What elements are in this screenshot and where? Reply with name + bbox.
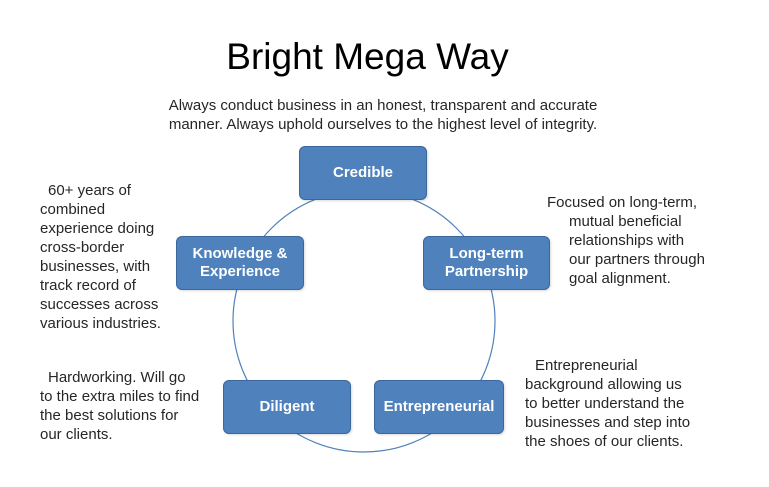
entrepreneurial-description: Entrepreneurial background allowing us t… [525, 356, 690, 451]
credible-description-line: Always conduct business in an honest, tr… [168, 97, 598, 114]
credible-description-line: manner. Always uphold ourselves to the h… [168, 116, 598, 133]
diligent-description: Hardworking. Will go to the extra miles … [40, 368, 199, 444]
node-entrepreneurial-label: Entrepreneurial [383, 398, 495, 415]
node-partnership-line: Partnership [444, 263, 529, 280]
node-credible: Credible [299, 146, 427, 200]
entrepreneurial-description-line: the shoes of our clients. [525, 433, 684, 450]
knowledge-description: 60+ years of combined experience doing c… [40, 181, 161, 333]
node-partnership-line: Long-term [449, 245, 524, 262]
node-long-term-partnership: Long-term Partnership [423, 236, 550, 290]
knowledge-description-line: cross-border [40, 239, 125, 256]
credible-description: Always conduct business in an honest, tr… [118, 96, 648, 134]
knowledge-description-line: track record of [40, 277, 136, 294]
knowledge-description-line: experience doing [40, 220, 155, 237]
node-credible-label: Credible [332, 164, 393, 181]
partnership-description: Focused on long-term, mutual beneficial … [545, 193, 705, 288]
node-entrepreneurial: Entrepreneurial [374, 380, 504, 434]
partnership-description-line: goal alignment. [569, 270, 671, 287]
diligent-description-line: our clients. [40, 426, 113, 443]
node-diligent-label: Diligent [259, 398, 315, 415]
knowledge-description-line: 60+ years of [48, 182, 131, 199]
entrepreneurial-description-line: businesses and step into [525, 414, 691, 431]
partnership-description-line: Focused on long-term, [547, 194, 698, 211]
node-diligent: Diligent [223, 380, 351, 434]
node-knowledge-experience: Knowledge & Experience [176, 236, 304, 290]
diligent-description-line: Hardworking. Will go [48, 369, 186, 386]
partnership-description-line: our partners through [569, 251, 705, 268]
node-knowledge-line: Experience [199, 263, 281, 280]
knowledge-description-line: successes across [40, 296, 159, 313]
entrepreneurial-description-line: Entrepreneurial [535, 357, 638, 374]
knowledge-description-line: various industries. [40, 315, 161, 332]
partnership-description-line: mutual beneficial [569, 213, 682, 230]
diligent-description-line: to the extra miles to find [40, 388, 200, 405]
entrepreneurial-description-line: to better understand the [525, 395, 685, 412]
partnership-description-line: relationships with [569, 232, 685, 249]
entrepreneurial-description-line: background allowing us [525, 376, 682, 393]
diligent-description-line: the best solutions for [40, 407, 179, 424]
diagram-title: Bright Mega Way [226, 36, 509, 77]
knowledge-description-line: combined [40, 201, 106, 218]
knowledge-description-line: businesses, with [40, 258, 151, 275]
node-knowledge-line: Knowledge & [192, 245, 288, 262]
